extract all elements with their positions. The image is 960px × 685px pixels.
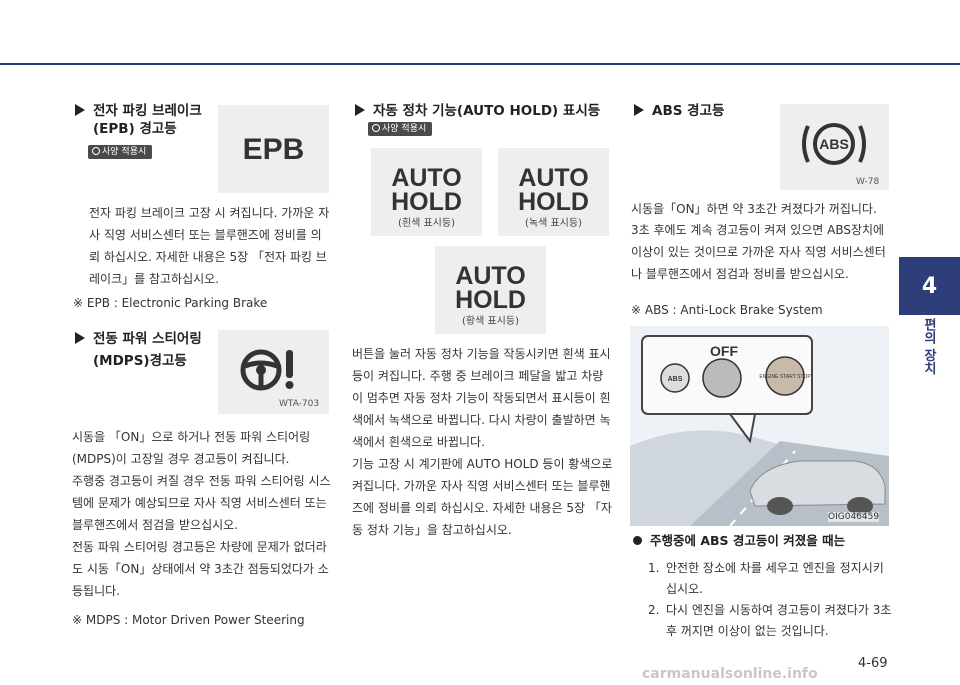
autohold-heading-text: 자동 정차 기능(AUTO HOLD) 표시등: [373, 103, 601, 119]
autohold-amber-box: AUTO HOLD (황색 표시등): [435, 246, 546, 334]
abs-symbol: ABS: [819, 136, 849, 152]
step-1-text: 안전한 장소에 차를 세우고 엔진을 정지시키십시오.: [666, 561, 884, 596]
mdps-body-1: 시동을 「ON」으로 하거나 전동 파워 스티어링(MDPS)이 고장일 경우 …: [72, 430, 311, 466]
chapter-number: 4: [921, 273, 938, 299]
autohold-white-symbol: AUTO HOLD: [371, 164, 482, 216]
epb-body: 전자 파킹 브레이크 고장 시 켜집니다. 가까운 자사 직영 서비스센터 또는…: [89, 206, 330, 286]
option-icon: [372, 124, 380, 132]
option-badge: 사양 적용시: [88, 145, 153, 159]
abs-body-2: 3초 후에도 계속 경고등이 켜져 있으면 ABS장치에 이상이 있는 것이므로…: [631, 223, 886, 281]
autohold-body-1: 버튼을 눌러 자동 정차 기능을 작동시키면 흰색 표시등이 켜집니다. 주행 …: [352, 347, 611, 449]
autohold-heading: 자동 정차 기능(AUTO HOLD) 표시등: [355, 102, 615, 120]
autohold-symbol-line1: AUTO: [455, 262, 526, 290]
mdps-symbol-box: WTA-703: [218, 330, 329, 414]
autohold-amber-symbol: AUTO HOLD: [435, 262, 546, 314]
road-car-illustration: ABS OFF ENGINE START STOP: [630, 326, 889, 526]
watermark: carmanualsonline.info: [642, 666, 818, 682]
epb-symbol: EPB: [242, 133, 305, 166]
mdps-body-2: 주행중 경고등이 켜질 경우 전동 파워 스티어링 시스템에 문제가 예상되므로…: [72, 474, 331, 532]
autohold-amber-label: (황색 표시등): [462, 316, 519, 327]
mdps-heading-line2: (MDPS)경고등: [93, 353, 187, 369]
badge-label: 사양 적용시: [102, 147, 147, 157]
autohold-symbol-line2: HOLD: [391, 188, 462, 216]
abs-step-1: 1. 안전한 장소에 차를 세우고 엔진을 정지시키십시오.: [648, 558, 893, 600]
mdps-code: WTA-703: [279, 399, 320, 409]
triangle-bullet-icon: [355, 104, 365, 116]
epb-heading: 전자 파킹 브레이크 (EPB) 경고등: [75, 102, 215, 138]
option-icon: [92, 147, 100, 155]
autohold-white-box: AUTO HOLD (흰색 표시등): [371, 148, 482, 236]
illus-abs-label: ABS: [668, 376, 683, 383]
triangle-bullet-icon: [634, 104, 644, 116]
autohold-symbol-line1: AUTO: [518, 164, 589, 192]
badge-label: 사양 적용시: [382, 124, 427, 134]
header-rule: [0, 63, 960, 65]
autohold-symbol-line1: AUTO: [391, 164, 462, 192]
autohold-green-label: (녹색 표시등): [525, 218, 582, 229]
mdps-note: ※ MDPS : Motor Driven Power Steering: [72, 613, 305, 627]
mdps-heading-line1: 전동 파워 스티어링: [93, 331, 202, 347]
epb-heading-line1: 전자 파킹 브레이크: [93, 103, 202, 119]
step-1-number: 1.: [648, 561, 660, 575]
abs-heading-text: ABS 경고등: [652, 103, 725, 119]
epb-symbol-box: EPB: [218, 105, 329, 193]
autohold-symbol-line2: HOLD: [518, 188, 589, 216]
autohold-green-symbol: AUTO HOLD: [498, 164, 609, 216]
epb-note: ※ EPB : Electronic Parking Brake: [73, 296, 268, 310]
autohold-symbol-line2: HOLD: [455, 286, 526, 314]
abs-warning-icon: ABS: [802, 123, 866, 165]
epb-heading-line2: (EPB) 경고등: [93, 121, 177, 137]
abs-step-2: 2. 다시 엔진을 시동하여 경고등이 켜졌다가 3초후 꺼지면 이상이 없는 …: [648, 600, 893, 642]
autohold-green-box: AUTO HOLD (녹색 표시등): [498, 148, 609, 236]
mdps-heading: 전동 파워 스티어링 (MDPS)경고등: [75, 330, 215, 374]
bullet-dot-icon: [633, 536, 642, 545]
step-2-number: 2.: [648, 603, 660, 617]
triangle-bullet-icon: [75, 104, 85, 116]
chapter-tab[interactable]: 4: [899, 257, 960, 315]
autohold-white-label: (흰색 표시등): [398, 218, 455, 229]
option-badge: 사양 적용시: [368, 122, 433, 136]
chapter-title: 편의 장치: [921, 318, 936, 375]
illus-button-label: ENGINE START STOP: [759, 374, 811, 380]
abs-sub-heading: 주행중에 ABS 경고등이 켜졌을 때는: [633, 532, 895, 550]
step-2-text: 다시 엔진을 시동하여 경고등이 켜졌다가 3초후 꺼지면 이상이 없는 것입니…: [666, 603, 892, 638]
illus-off-label: OFF: [710, 343, 738, 359]
illus-code: OIG046459: [828, 512, 880, 522]
abs-heading: ABS 경고등: [634, 102, 774, 120]
page-number: 4-69: [858, 656, 888, 671]
abs-symbol-box: ABS W-78: [780, 104, 889, 190]
abs-note: ※ ABS : Anti-Lock Brake System: [631, 303, 823, 317]
steering-warning-icon: [240, 349, 294, 391]
abs-illustration: ABS OFF ENGINE START STOP OIG046459: [630, 326, 889, 526]
abs-code: W-78: [856, 177, 880, 187]
abs-sub-heading-text: 주행중에 ABS 경고등이 켜졌을 때는: [650, 533, 846, 548]
autohold-body-2: 기능 고장 시 계기판에 AUTO HOLD 등이 황색으로 켜집니다. 가까운…: [352, 457, 613, 537]
mdps-body-3: 전동 파워 스티어링 경고등은 차량에 문제가 없더라도 시동「ON」상태에서 …: [72, 540, 329, 598]
triangle-bullet-icon: [75, 332, 85, 344]
abs-body-1: 시동을「ON」하면 약 3초간 켜졌다가 꺼집니다.: [631, 202, 877, 216]
